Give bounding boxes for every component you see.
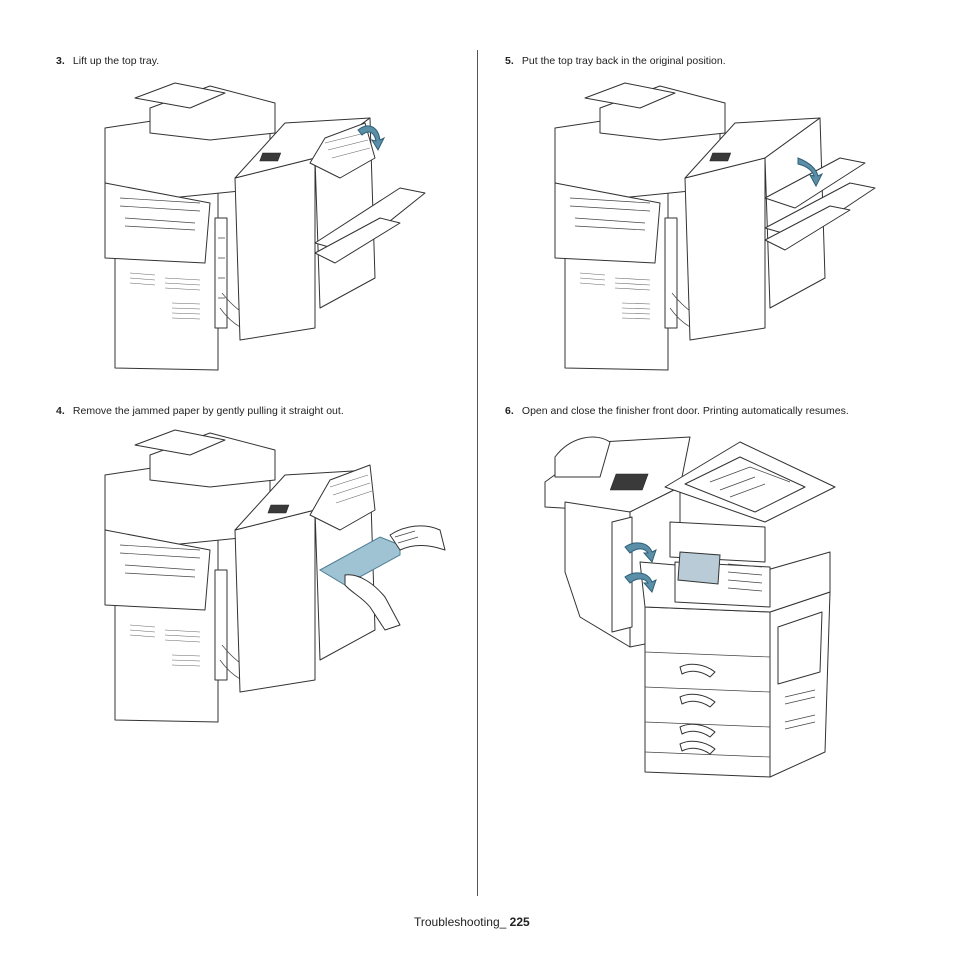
page-number: 225 — [509, 915, 530, 929]
step-6-illustration — [544, 436, 836, 778]
step-text: Open and close the finisher front door. … — [521, 405, 849, 417]
step-text: Put the top tray back in the original po… — [521, 55, 726, 67]
step-5-caption: 5. Put the top tray back in the original… — [505, 55, 726, 68]
step-4-caption: 4. Remove the jammed paper by gently pul… — [56, 405, 344, 418]
step-3-caption: 3. Lift up the top tray. — [56, 55, 159, 68]
step-3-illustration — [104, 82, 426, 371]
page-footer: Troubleshooting_ 225 — [414, 915, 530, 929]
step-number: 4. — [56, 405, 65, 417]
step-4-illustration — [104, 429, 446, 723]
step-text: Lift up the top tray. — [72, 55, 160, 67]
step-6-caption: 6. Open and close the finisher front doo… — [505, 405, 849, 418]
step-number: 5. — [505, 55, 514, 67]
step-5-illustration — [554, 82, 876, 371]
step-number: 3. — [56, 55, 65, 67]
column-divider — [477, 50, 478, 896]
footer-section: Troubleshooting_ — [414, 915, 507, 929]
step-text: Remove the jammed paper by gently pullin… — [72, 405, 344, 417]
step-number: 6. — [505, 405, 514, 417]
